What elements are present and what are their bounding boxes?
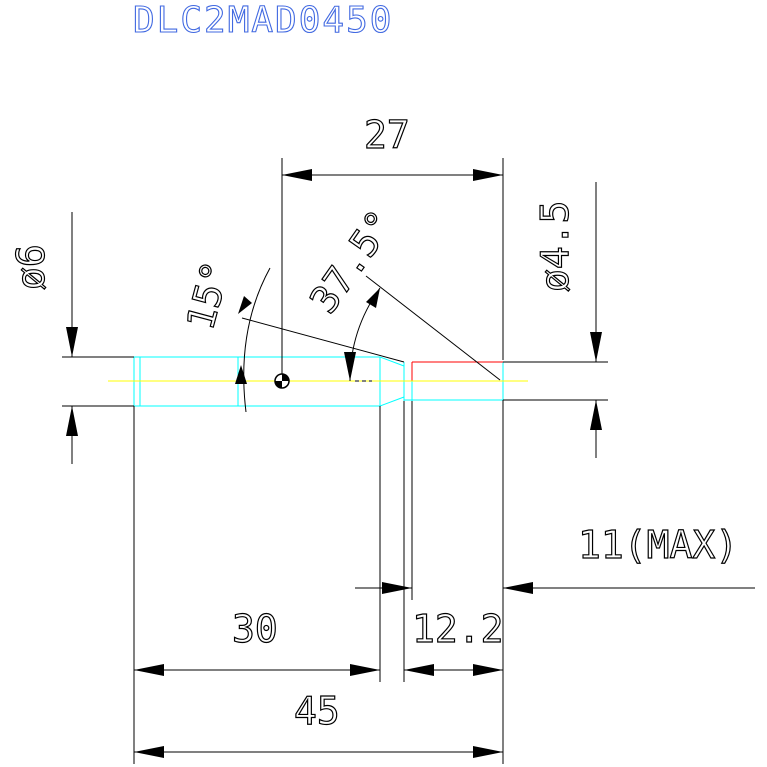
dim-text-11max: 11(MAX) [578, 523, 738, 567]
dim-text-dia45: ø4.5 [533, 200, 577, 292]
dim-text-dia6: ø6 [9, 244, 53, 290]
drawing-title: DLC2MAD0450 [133, 0, 393, 41]
dimension-11max: 11(MAX) [355, 401, 755, 600]
dimension-dia6: ø6 [8, 212, 134, 464]
dim-text-12-2: 12.2 [412, 607, 504, 651]
dimension-12-2: 12.2 [403, 401, 504, 682]
dim-text-30: 30 [232, 607, 278, 651]
dimension-dia45: ø4.5 [503, 182, 608, 458]
dimension-30: 30 [133, 406, 381, 764]
dim-text-45: 45 [294, 689, 340, 733]
dimension-27: 27 [281, 112, 504, 374]
dim-text-angle-37: 37.5° [301, 202, 403, 321]
center-point-icon [274, 373, 290, 389]
dim-text-27: 27 [364, 113, 410, 157]
dimension-45: 45 [134, 400, 504, 764]
dimension-angle-37: 37.5° [301, 202, 501, 382]
dimension-angle-15: 15° [178, 256, 405, 413]
dim-text-angle-15: 15° [178, 257, 238, 335]
